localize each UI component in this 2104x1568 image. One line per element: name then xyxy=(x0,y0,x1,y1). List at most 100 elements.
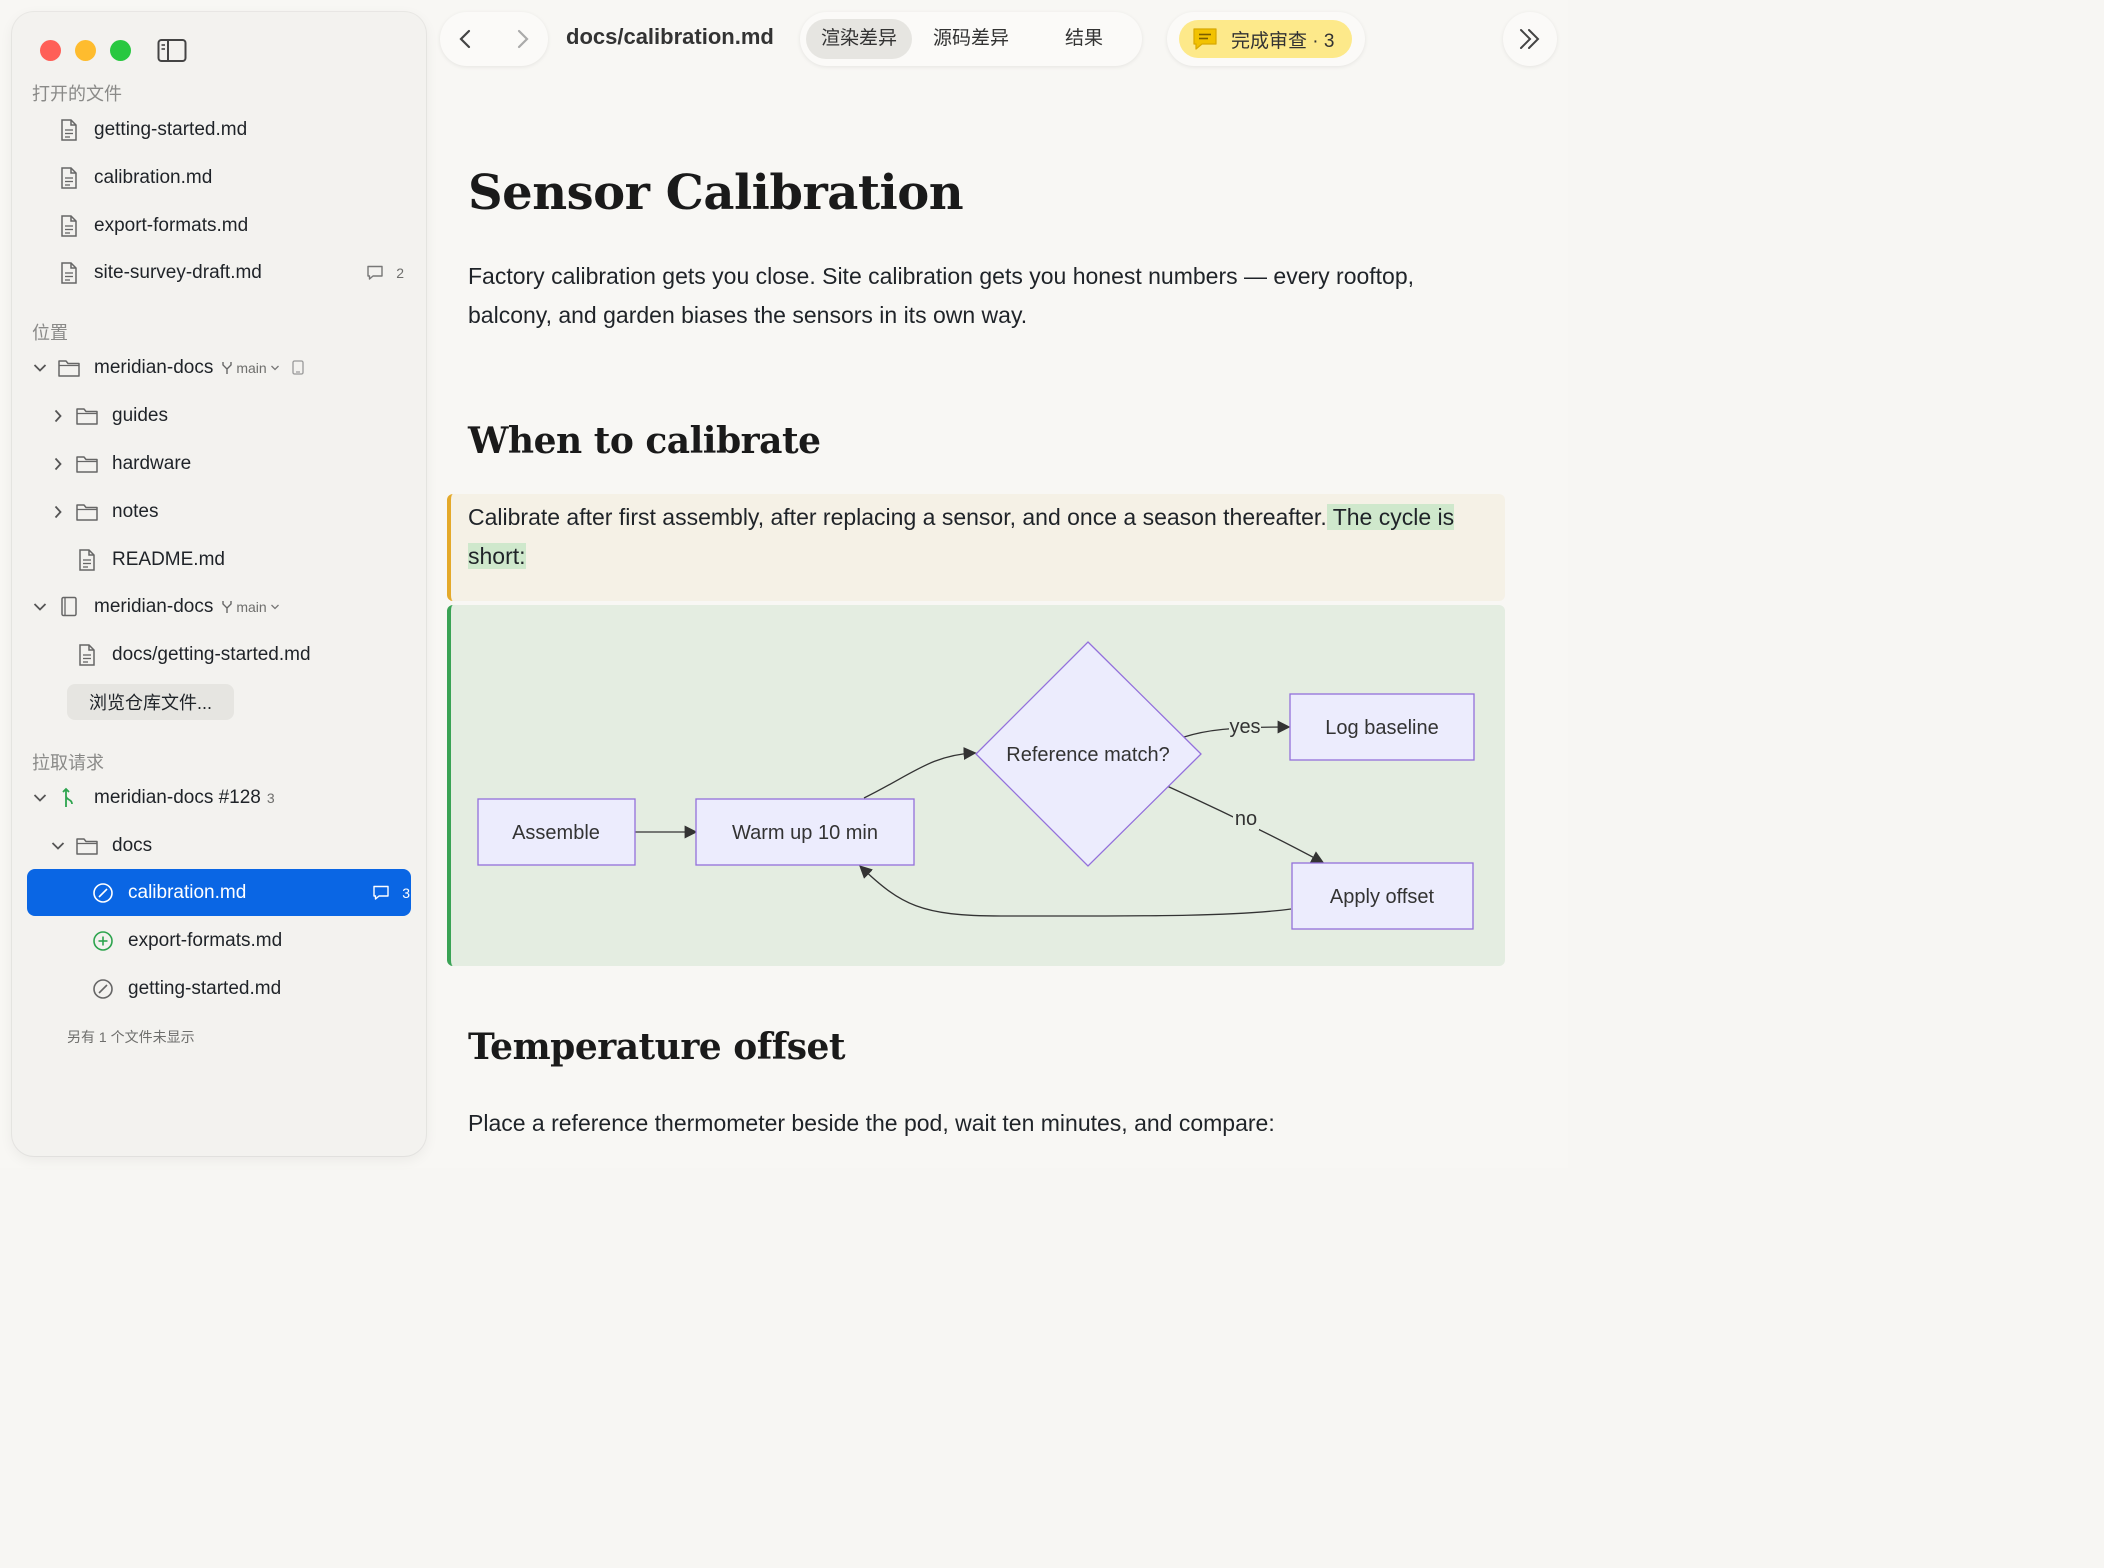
repo-name: meridian-docs xyxy=(94,596,214,617)
close-window-button[interactable] xyxy=(40,40,61,61)
section-heading-temperature: Temperature offset xyxy=(468,1026,846,1068)
node-log-baseline-label: Log baseline xyxy=(1325,717,1438,739)
folder-icon xyxy=(76,453,98,475)
pr-file-item[interactable]: getting-started.md xyxy=(92,967,281,1011)
pr-file-item-selected[interactable]: calibration.md 3 xyxy=(92,871,410,915)
document-path-title: docs/calibration.md xyxy=(566,24,774,49)
pull-request-name: meridian-docs #128 xyxy=(94,787,261,808)
node-log-baseline xyxy=(1289,693,1475,761)
finish-review-button[interactable]: 完成审查 · 3 xyxy=(1179,20,1352,58)
edge-offset-warmup xyxy=(859,865,1292,917)
chevron-right-icon[interactable] xyxy=(50,453,66,475)
open-file-item[interactable]: export-formats.md xyxy=(58,204,248,248)
section-heading-when: When to calibrate xyxy=(468,420,821,462)
added-status-icon xyxy=(92,930,114,952)
folder-item-hardware[interactable]: hardware xyxy=(50,442,191,486)
changed-paragraph-callout: Calibrate after first assembly, after re… xyxy=(447,494,1505,601)
file-item[interactable]: docs/getting-started.md xyxy=(76,633,311,677)
branch-selector[interactable]: main xyxy=(221,360,304,376)
comment-count: 3 xyxy=(402,885,410,901)
hidden-files-note: 另有 1 个文件未显示 xyxy=(67,1029,195,1045)
folder-item-docs[interactable]: docs xyxy=(50,824,152,868)
edge-label-bg xyxy=(1233,806,1259,830)
double-chevron-right-icon xyxy=(1520,29,1540,49)
file-name: calibration.md xyxy=(94,167,213,188)
chevron-down-icon[interactable] xyxy=(32,357,48,379)
pull-requests-section-title: 拉取请求 xyxy=(32,753,104,773)
file-item-readme[interactable]: README.md xyxy=(76,538,225,582)
zoom-window-button[interactable] xyxy=(110,40,131,61)
open-files-section-title: 打开的文件 xyxy=(32,84,122,104)
branch-name: main xyxy=(236,360,267,376)
file-name: export-formats.md xyxy=(94,215,249,236)
node-reference-match-label: Reference match? xyxy=(1006,744,1169,766)
file-name: getting-started.md xyxy=(94,119,248,140)
navigation-controls xyxy=(440,12,548,66)
chevron-down-icon xyxy=(270,365,279,371)
open-file-item[interactable]: calibration.md xyxy=(58,156,212,200)
folder-name: guides xyxy=(112,405,168,426)
node-reference-match-decision xyxy=(975,641,1202,867)
folder-name: notes xyxy=(112,501,159,522)
folder-name: docs xyxy=(112,835,153,856)
node-apply-offset-label: Apply offset xyxy=(1330,886,1435,908)
branch-icon xyxy=(222,601,233,613)
file-name: export-formats.md xyxy=(128,930,283,951)
review-container: 完成审查 · 3 xyxy=(1167,12,1365,66)
chevron-right-icon[interactable] xyxy=(50,501,66,523)
chevron-down-icon[interactable] xyxy=(32,596,48,618)
app-window: 打开的文件 getting-started.md calibration.md … xyxy=(12,12,1557,1156)
comment-count: 2 xyxy=(396,265,404,281)
tab-source-diff[interactable]: 源码差异 xyxy=(932,28,1009,49)
finish-review-label: 完成审查 · 3 xyxy=(1231,30,1335,52)
chevron-right-icon[interactable] xyxy=(50,405,66,427)
chevron-down-icon[interactable] xyxy=(50,835,66,857)
folder-item-guides[interactable]: guides xyxy=(50,394,168,438)
folder-icon xyxy=(76,835,98,857)
tab-result[interactable]: 结果 xyxy=(1064,28,1103,49)
folder-icon xyxy=(76,405,98,427)
file-name: getting-started.md xyxy=(128,978,282,999)
node-assemble-label: Assemble xyxy=(512,822,600,844)
branch-icon xyxy=(222,362,233,374)
open-file-item[interactable]: getting-started.md xyxy=(58,108,247,152)
file-name: README.md xyxy=(112,549,225,570)
edge-warmup-reference xyxy=(863,746,977,799)
folder-icon xyxy=(58,357,80,379)
repo-item[interactable]: meridian-docs main xyxy=(32,346,305,390)
document-icon xyxy=(58,119,80,141)
document-icon xyxy=(76,644,98,666)
branch-name: main xyxy=(236,599,267,615)
book-icon xyxy=(58,596,80,618)
view-tabs: 渲染差异 源码差异 结果 xyxy=(800,12,1142,66)
window-controls xyxy=(40,40,131,61)
branch-selector[interactable]: main xyxy=(221,599,279,615)
selected-file-highlight[interactable] xyxy=(27,869,411,916)
minimize-window-button[interactable] xyxy=(75,40,96,61)
node-warmup-label: Warm up 10 min xyxy=(732,822,878,844)
back-arrow-icon[interactable] xyxy=(454,27,478,56)
folder-item-notes[interactable]: notes xyxy=(50,490,158,534)
sidebar: 打开的文件 getting-started.md calibration.md … xyxy=(12,12,426,1156)
tab-rendered-diff[interactable]: 渲染差异 xyxy=(806,19,912,59)
open-file-item[interactable]: site-survey-draft.md 2 xyxy=(58,251,404,295)
modified-status-icon xyxy=(92,978,114,1000)
folder-icon xyxy=(76,501,98,523)
document-icon xyxy=(58,262,80,284)
browse-repo-files-button[interactable]: 浏览仓库文件... xyxy=(67,684,234,720)
comment-icon xyxy=(1193,28,1217,50)
pull-request-count: 3 xyxy=(266,790,275,806)
expand-panel-button[interactable] xyxy=(1503,12,1557,66)
pr-file-item[interactable]: export-formats.md xyxy=(92,919,282,963)
chevron-down-icon[interactable] xyxy=(32,787,48,809)
pull-request-item[interactable]: meridian-docs #128 3 xyxy=(32,776,275,820)
forward-arrow-icon[interactable] xyxy=(510,27,534,56)
repo-item[interactable]: meridian-docs main xyxy=(32,585,280,629)
pull-request-icon xyxy=(58,787,80,809)
chevron-down-icon xyxy=(270,604,279,610)
sidebar-toggle-icon[interactable] xyxy=(157,38,187,64)
comment-badge: 2 xyxy=(366,265,404,281)
callout-text: Calibrate after first assembly, after re… xyxy=(468,504,1327,530)
document-icon xyxy=(76,549,98,571)
comment-badge: 3 xyxy=(372,885,410,901)
